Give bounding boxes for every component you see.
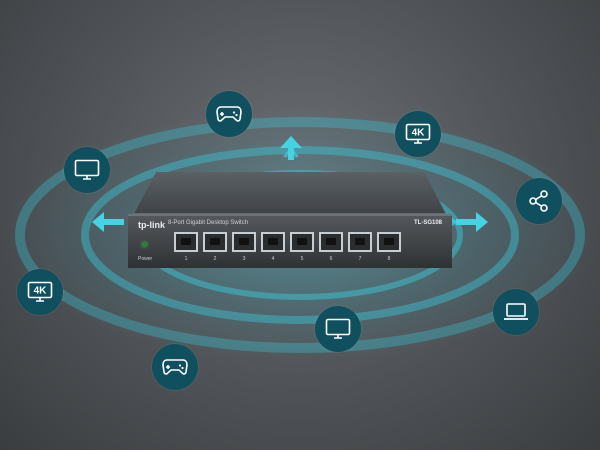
up-arrow bbox=[280, 136, 302, 160]
ethernet-port bbox=[348, 232, 372, 252]
svg-text:4K: 4K bbox=[34, 286, 48, 297]
port-number: 4 bbox=[271, 256, 275, 262]
monitor-icon bbox=[64, 147, 110, 193]
ethernet-port bbox=[290, 232, 314, 252]
network-switch: tp-link 8-Port Gigabit Desktop Switch TL… bbox=[128, 172, 452, 268]
ethernet-port bbox=[377, 232, 401, 252]
4k-display-icon: 4K bbox=[17, 269, 63, 315]
power-led bbox=[142, 242, 147, 247]
ethernet-port bbox=[319, 232, 343, 252]
brand-logo: tp-link bbox=[138, 220, 165, 230]
ethernet-port bbox=[261, 232, 285, 252]
left-arrow bbox=[92, 212, 124, 232]
4k-display-icon: 4K bbox=[395, 111, 441, 157]
right-arrow bbox=[452, 212, 488, 232]
port-number: 5 bbox=[300, 256, 304, 262]
model-number: TL-SG108 bbox=[413, 220, 442, 226]
ethernet-port bbox=[232, 232, 256, 252]
ethernet-port bbox=[203, 232, 227, 252]
laptop-icon bbox=[493, 289, 539, 335]
gamepad-icon bbox=[152, 344, 198, 390]
port-number: 7 bbox=[358, 256, 362, 262]
port-number: 1 bbox=[184, 256, 188, 262]
ethernet-port bbox=[174, 232, 198, 252]
port-number: 2 bbox=[213, 256, 217, 262]
share-icon bbox=[516, 178, 562, 224]
power-label: Power bbox=[138, 256, 153, 262]
svg-text:4K: 4K bbox=[412, 128, 426, 139]
port-number: 3 bbox=[242, 256, 246, 262]
product-description: 8-Port Gigabit Desktop Switch bbox=[168, 220, 249, 226]
gamepad-icon bbox=[206, 91, 252, 137]
port-number: 8 bbox=[387, 256, 391, 262]
monitor-icon bbox=[315, 306, 361, 352]
port-number: 6 bbox=[329, 256, 333, 262]
